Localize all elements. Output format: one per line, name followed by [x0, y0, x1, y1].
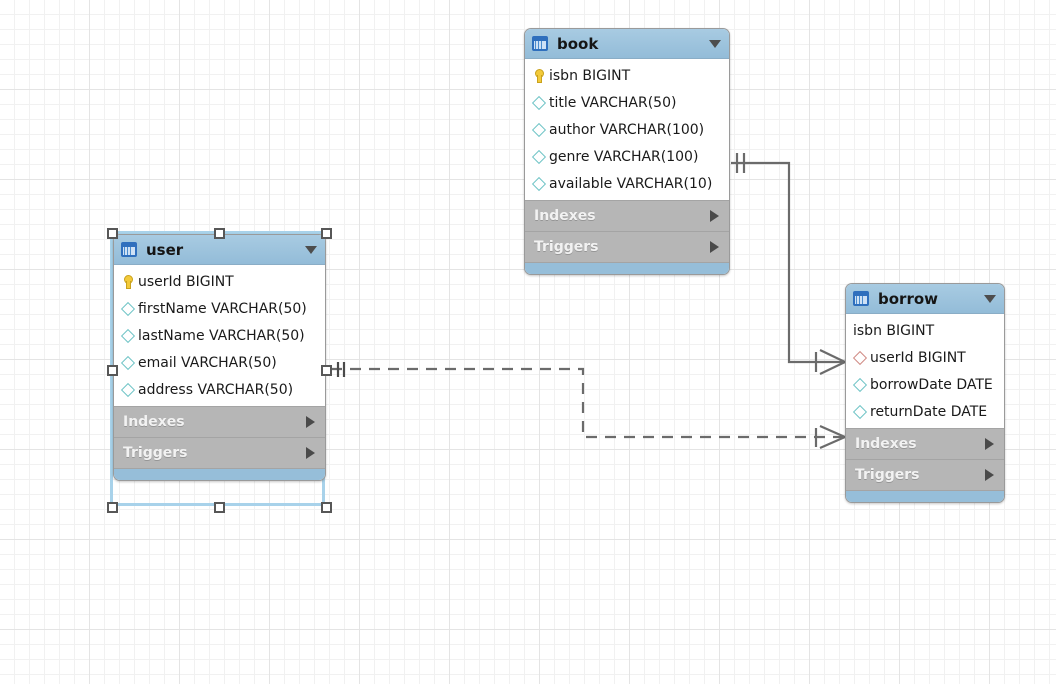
column-row[interactable]: firstName VARCHAR(50)	[114, 295, 325, 322]
resize-handle[interactable]	[107, 228, 118, 239]
column-label: address VARCHAR(50)	[138, 381, 294, 398]
column-label: available VARCHAR(10)	[549, 175, 713, 192]
column-label: userId BIGINT	[870, 349, 966, 366]
chevron-right-icon[interactable]	[985, 438, 994, 450]
column-row[interactable]: returnDate DATE	[846, 398, 1004, 425]
chevron-right-icon[interactable]	[306, 447, 315, 459]
primary-key-icon	[121, 275, 134, 289]
column-label: title VARCHAR(50)	[549, 94, 677, 111]
column-label: firstName VARCHAR(50)	[138, 300, 307, 317]
column-row[interactable]: userId BIGINT	[846, 344, 1004, 371]
resize-handle[interactable]	[214, 228, 225, 239]
column-row[interactable]: borrowDate DATE	[846, 371, 1004, 398]
column-label: author VARCHAR(100)	[549, 121, 705, 138]
column-label: genre VARCHAR(100)	[549, 148, 699, 165]
chevron-right-icon[interactable]	[710, 210, 719, 222]
triggers-section[interactable]: Triggers	[846, 459, 1004, 490]
column-icon	[121, 356, 134, 369]
table-footer	[846, 490, 1004, 502]
resize-handle[interactable]	[107, 502, 118, 513]
column-list: userId BIGINT firstName VARCHAR(50) last…	[114, 265, 325, 406]
column-row[interactable]: email VARCHAR(50)	[114, 349, 325, 376]
resize-handle[interactable]	[214, 502, 225, 513]
table-header-user[interactable]: user	[114, 235, 325, 265]
table-footer	[114, 468, 325, 480]
table-figure-user[interactable]: user userId BIGINT firstName VARCHAR(50)…	[113, 234, 326, 481]
indexes-section[interactable]: Indexes	[525, 200, 729, 231]
triggers-section[interactable]: Triggers	[525, 231, 729, 262]
chevron-down-icon[interactable]	[984, 294, 996, 303]
resize-handle[interactable]	[321, 502, 332, 513]
primary-key-icon	[532, 69, 545, 83]
column-row[interactable]: author VARCHAR(100)	[525, 116, 729, 143]
table-header-borrow[interactable]: borrow	[846, 284, 1004, 314]
relationship-book-borrow[interactable]	[731, 153, 846, 375]
indexes-section[interactable]: Indexes	[846, 428, 1004, 459]
column-row[interactable]: address VARCHAR(50)	[114, 376, 325, 403]
table-figure-book[interactable]: book isbn BIGINT title VARCHAR(50) autho…	[524, 28, 730, 275]
cardinality-many-marker	[814, 424, 846, 450]
column-label: isbn BIGINT	[549, 67, 631, 84]
column-row[interactable]: lastName VARCHAR(50)	[114, 322, 325, 349]
column-row[interactable]: available VARCHAR(10)	[525, 170, 729, 197]
triggers-section[interactable]: Triggers	[114, 437, 325, 468]
relationship-user-borrow-userid[interactable]	[331, 362, 846, 450]
column-row[interactable]: title VARCHAR(50)	[525, 89, 729, 116]
column-label: isbn BIGINT	[853, 322, 935, 339]
indexes-label: Indexes	[123, 414, 185, 430]
column-label: lastName VARCHAR(50)	[138, 327, 305, 344]
table-header-book[interactable]: book	[525, 29, 729, 59]
column-icon	[532, 96, 545, 109]
column-icon	[121, 383, 134, 396]
chevron-right-icon[interactable]	[985, 469, 994, 481]
column-row[interactable]: isbn BIGINT	[846, 317, 1004, 344]
column-label: returnDate DATE	[870, 403, 988, 420]
chevron-down-icon[interactable]	[305, 245, 317, 254]
column-icon	[532, 123, 545, 136]
column-icon	[532, 177, 545, 190]
column-label: userId BIGINT	[138, 273, 234, 290]
column-label: borrowDate DATE	[870, 376, 993, 393]
table-figure-borrow[interactable]: borrow isbn BIGINT userId BIGINT borrowD…	[845, 283, 1005, 503]
triggers-label: Triggers	[534, 239, 599, 255]
table-footer	[525, 262, 729, 274]
table-title: book	[557, 34, 599, 53]
column-icon	[532, 150, 545, 163]
column-icon	[121, 302, 134, 315]
table-icon	[532, 36, 548, 51]
column-icon	[853, 405, 866, 418]
column-row[interactable]: genre VARCHAR(100)	[525, 143, 729, 170]
chevron-down-icon[interactable]	[709, 39, 721, 48]
table-icon	[121, 242, 137, 257]
indexes-section[interactable]: Indexes	[114, 406, 325, 437]
resize-handle[interactable]	[321, 228, 332, 239]
table-icon	[853, 291, 869, 306]
column-row[interactable]: userId BIGINT	[114, 268, 325, 295]
resize-handle[interactable]	[107, 365, 118, 376]
indexes-label: Indexes	[855, 436, 917, 452]
triggers-label: Triggers	[855, 467, 920, 483]
resize-handle[interactable]	[321, 365, 332, 376]
cardinality-many-marker	[814, 349, 846, 375]
column-list: isbn BIGINT userId BIGINT borrowDate DAT…	[846, 314, 1004, 428]
column-icon	[853, 378, 866, 391]
chevron-right-icon[interactable]	[306, 416, 315, 428]
triggers-label: Triggers	[123, 445, 188, 461]
foreign-key-icon	[853, 351, 866, 364]
chevron-right-icon[interactable]	[710, 241, 719, 253]
table-title: user	[146, 240, 184, 259]
indexes-label: Indexes	[534, 208, 596, 224]
column-icon	[121, 329, 134, 342]
column-list: isbn BIGINT title VARCHAR(50) author VAR…	[525, 59, 729, 200]
table-title: borrow	[878, 289, 938, 308]
column-label: email VARCHAR(50)	[138, 354, 277, 371]
column-row[interactable]: isbn BIGINT	[525, 62, 729, 89]
